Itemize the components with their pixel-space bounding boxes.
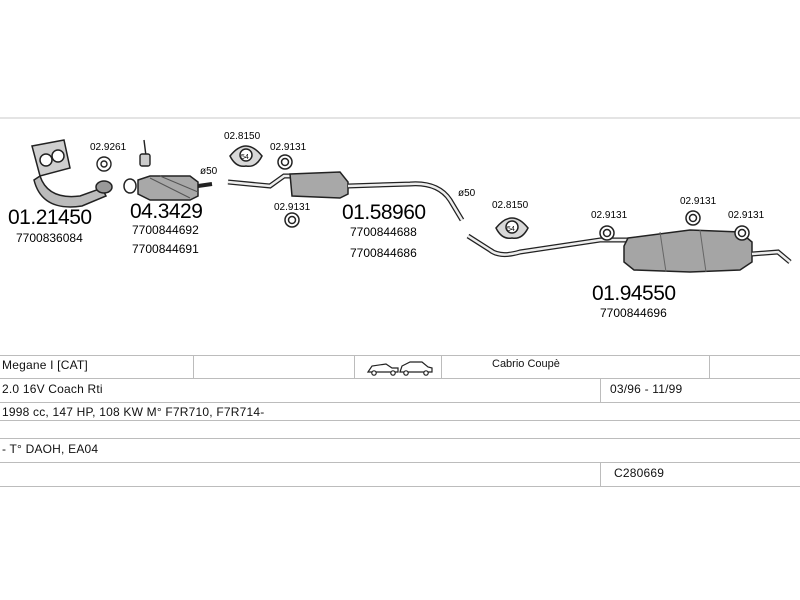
clamp-4-part[interactable] [685, 210, 701, 226]
vehicle-engine: 2.0 16V Coach Rti [2, 382, 103, 396]
diameter-catalyst: ø50 [200, 166, 218, 177]
oem-catalyst-2: 7700844691 [132, 242, 199, 256]
table-line-2 [0, 378, 800, 379]
part-code-middle-silencer: 01.58960 [342, 201, 426, 224]
manifold-part[interactable] [31, 139, 113, 208]
clamp-5-part[interactable] [734, 225, 750, 241]
coupe-car-icon [399, 361, 433, 376]
table-vline-2 [354, 355, 355, 378]
table-vline-1 [193, 355, 194, 378]
part-code-manifold-clamp: 02.9261 [90, 142, 127, 153]
middle-silencer-part[interactable] [227, 171, 465, 222]
oem-rear-silencer: 7700844696 [600, 306, 667, 320]
part-code-clamp-5: 02.9131 [728, 210, 765, 221]
clamp-1-part[interactable] [277, 154, 293, 170]
table-line-3 [0, 402, 800, 403]
vehicle-type: - T° DAOH, EA04 [2, 442, 99, 456]
rear-silencer-part[interactable] [466, 229, 792, 273]
oem-manifold: 7700836084 [16, 231, 83, 245]
vehicle-specs: 1998 cc, 147 HP, 108 KW M° F7R710, F7R71… [2, 405, 265, 419]
part-code-manifold: 01.21450 [8, 206, 92, 229]
part-code-mount-1: 02.8150 [224, 131, 261, 142]
diameter-middle: ø50 [458, 188, 476, 199]
lambda-sensor-part[interactable] [139, 139, 151, 167]
mount-1-label: 54 [241, 154, 249, 161]
vehicle-model: Megane I [CAT] [2, 358, 88, 372]
table-vline-5 [600, 378, 601, 402]
oem-middle-silencer-2: 7700844686 [350, 246, 417, 260]
catalyst-part[interactable] [123, 175, 213, 201]
vehicle-body: Cabrio Coupè [492, 358, 560, 370]
table-line-5 [0, 438, 800, 439]
table-vline-3 [441, 355, 442, 378]
part-code-rear-silencer: 01.94550 [592, 282, 676, 305]
rubber-mount-1-part[interactable] [229, 145, 263, 168]
table-vline-6 [600, 462, 601, 486]
part-code-catalyst: 04.3429 [130, 200, 202, 223]
clamp-2-part[interactable] [284, 212, 300, 228]
part-code-clamp-2: 02.9131 [274, 202, 311, 213]
cabrio-car-icon [366, 363, 399, 376]
part-code-clamp-4: 02.9131 [680, 196, 717, 207]
table-line-7 [0, 486, 800, 487]
oem-catalyst-1: 7700844692 [132, 223, 199, 237]
part-code-clamp-3: 02.9131 [591, 210, 628, 221]
part-code-clamp-1: 02.9131 [270, 142, 307, 153]
table-vline-4 [709, 355, 710, 378]
vehicle-period: 03/96 - 11/99 [610, 382, 683, 396]
oem-middle-silencer-1: 7700844688 [350, 225, 417, 239]
rubber-mount-2-part[interactable] [495, 217, 529, 240]
mount-2-label: 54 [507, 226, 515, 233]
vehicle-ref: C280669 [614, 466, 665, 480]
clamp-3-part[interactable] [599, 225, 615, 241]
manifold-clamp-part[interactable] [96, 156, 112, 172]
table-line-4 [0, 420, 800, 421]
table-line-6 [0, 462, 800, 463]
part-code-mount-2: 02.8150 [492, 200, 529, 211]
table-line-1 [0, 355, 800, 356]
